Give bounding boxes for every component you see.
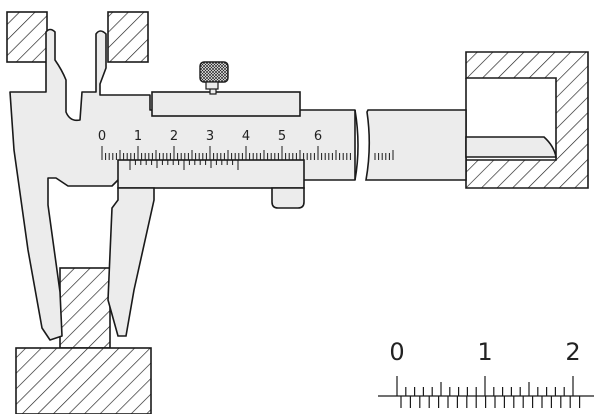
beam-extension <box>365 109 467 181</box>
top-workpiece <box>6 11 149 63</box>
main-scale-label: 0 <box>98 129 106 144</box>
main-scale-ticks <box>101 146 351 160</box>
movable-jaw <box>107 187 155 337</box>
top-left-block <box>6 11 48 63</box>
vernier-scale-ticks <box>129 160 239 170</box>
detail-ticks <box>396 376 581 408</box>
main-scale-label: 5 <box>278 129 286 144</box>
bottom-workpiece <box>15 267 152 415</box>
main-scale-label: 2 <box>170 129 178 144</box>
slider-top-plate <box>151 91 301 117</box>
main-beam <box>9 28 356 341</box>
jaw-gap-block <box>59 267 111 349</box>
depth-rod <box>465 136 557 158</box>
main-scale-label: 3 <box>206 129 214 144</box>
main-scale-label: 1 <box>134 129 142 144</box>
hollow-block <box>465 51 589 189</box>
knurled-screw-icon <box>199 61 229 95</box>
vernier-detail: 0 1 2 <box>378 338 594 408</box>
base-block <box>15 347 152 415</box>
detail-label: 2 <box>565 338 580 366</box>
depth-workpiece <box>465 51 589 189</box>
beam-extension-ticks <box>374 150 394 160</box>
detail-label: 1 <box>477 338 492 366</box>
main-scale-labels: 0 1 2 3 4 5 6 <box>98 129 322 144</box>
main-scale-label: 4 <box>242 129 250 144</box>
main-scale-label: 6 <box>314 129 322 144</box>
detail-label: 0 <box>389 338 404 366</box>
top-right-block <box>107 11 149 63</box>
thumb-wheel <box>271 187 305 209</box>
